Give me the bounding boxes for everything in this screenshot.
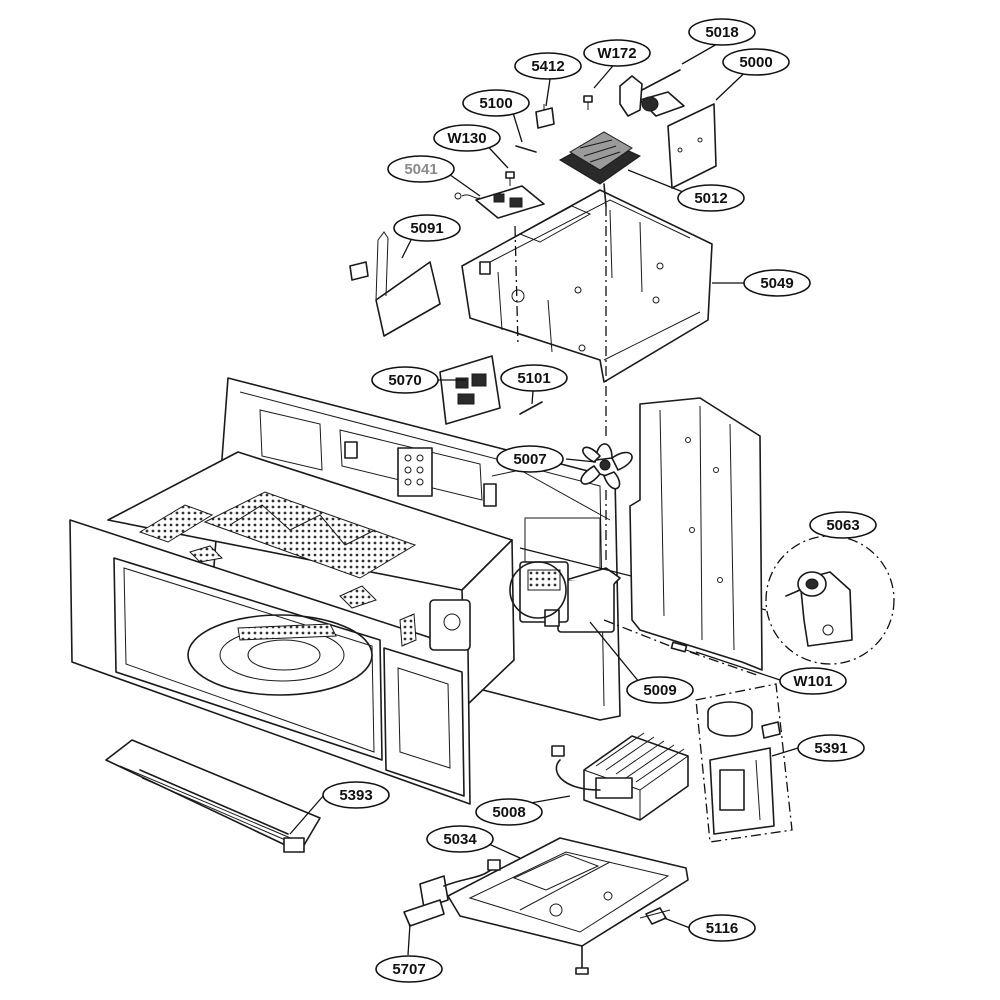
label-5008: 5008 [475,798,543,826]
label-5000: 5000 [722,48,790,76]
label-5063: 5063 [809,511,877,539]
screw-w130 [505,171,515,186]
label-5007: 5007 [496,445,564,473]
svg-text:W172: W172 [597,45,636,62]
assembly-guide-lines [514,206,761,677]
svg-text:W130: W130 [447,130,486,147]
label-5041: 5041 [387,155,455,183]
hood-motor-bracket [639,91,717,189]
pin-5100 [515,145,537,153]
oven-cavity [69,451,515,805]
noise-filter [403,859,501,927]
transformer [551,732,689,821]
air-guide-duct [629,397,763,671]
label-5100: 5100 [462,89,530,117]
label-5009: 5009 [626,676,694,704]
label-5012: 5012 [677,184,745,212]
svg-text:5393: 5393 [339,787,372,804]
pin-5101 [519,401,543,415]
thermostat [639,907,671,925]
label-w172: W172 [583,39,651,67]
svg-text:5101: 5101 [517,370,550,387]
svg-text:5391: 5391 [814,740,847,757]
label-5101: 5101 [500,364,568,392]
base-plate [447,837,689,975]
svg-text:5000: 5000 [739,54,772,71]
thermal-fuse-detail [765,535,895,665]
rear-panel-connector-block [397,447,433,497]
svg-text:5007: 5007 [513,451,546,468]
svg-text:5100: 5100 [479,95,512,112]
svg-text:5070: 5070 [388,372,421,389]
svg-text:5116: 5116 [706,920,739,937]
svg-text:5018: 5018 [705,24,738,41]
svg-text:5041: 5041 [404,161,437,178]
damper-motor [619,69,681,117]
svg-text:W101: W101 [793,673,832,690]
label-5070: 5070 [371,366,439,394]
svg-text:5063: 5063 [826,517,859,534]
label-5393: 5393 [322,781,390,809]
svg-text:5008: 5008 [492,804,525,821]
label-w130: W130 [433,124,501,152]
svg-text:5009: 5009 [643,682,676,699]
magnetron [509,547,767,633]
fan-motor [558,131,642,207]
pcb-5041 [454,185,545,219]
lamp-tray [105,739,321,853]
label-w101: W101 [779,667,847,695]
screw-w172 [583,95,593,110]
pcb-5070 [439,355,501,425]
label-5049: 5049 [743,269,811,297]
svg-text:5707: 5707 [392,961,425,978]
fan-blade [580,443,633,490]
part-label-bubbles: 5018 W172 5000 5412 5100 W130 5041 5012 [322,18,877,983]
svg-text:5091: 5091 [410,220,443,237]
label-5707: 5707 [375,955,443,983]
label-5116: 5116 [688,914,756,942]
svg-text:5049: 5049 [760,275,793,292]
label-5391: 5391 [797,734,865,762]
sensor-5412 [535,104,555,129]
label-5018: 5018 [688,18,756,46]
label-5034: 5034 [426,825,494,853]
capacitor-assembly [695,683,793,843]
svg-text:5012: 5012 [694,190,727,207]
bracket-5091 [349,231,441,337]
upper-duct-housing [461,189,713,383]
label-5412: 5412 [514,52,582,80]
svg-text:5034: 5034 [443,831,477,848]
svg-text:5412: 5412 [531,58,564,75]
label-5091: 5091 [393,214,461,242]
